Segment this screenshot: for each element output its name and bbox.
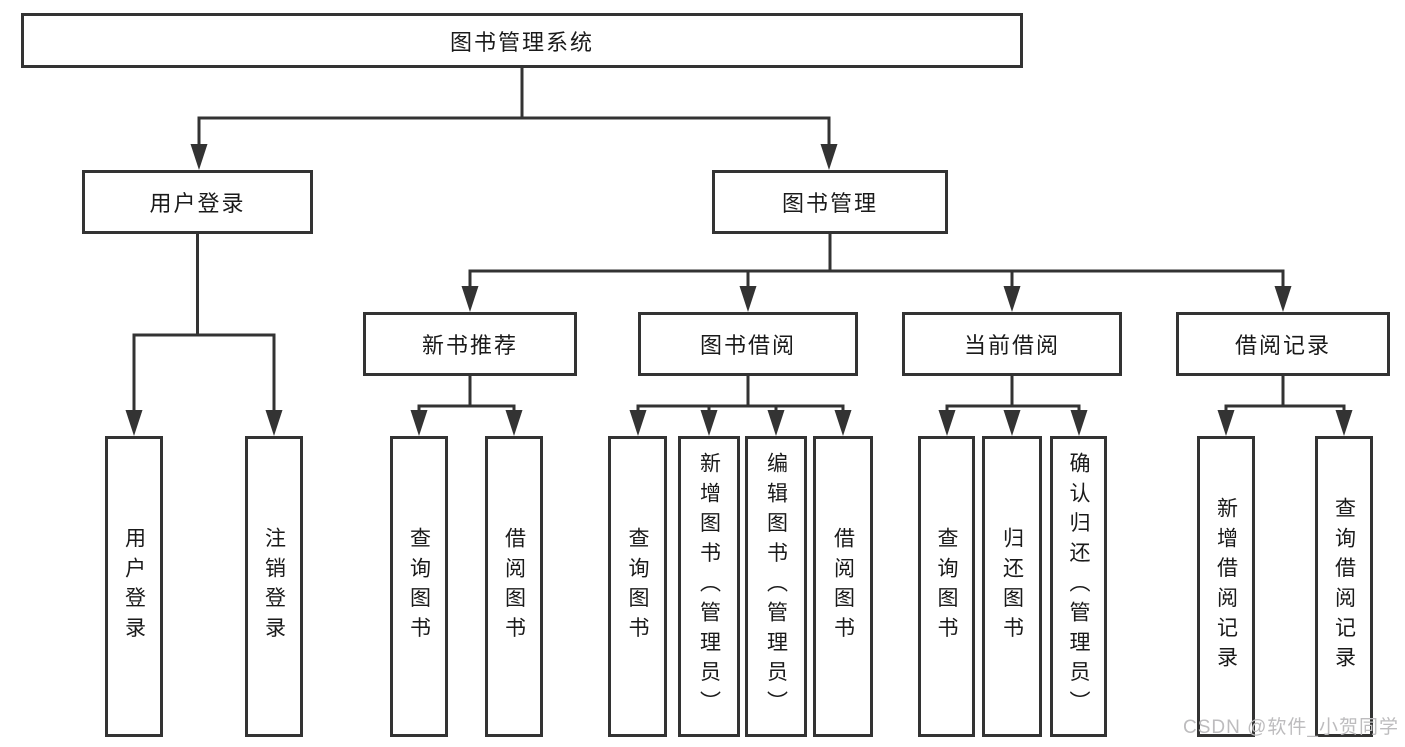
node-current-borrow: 当前借阅 <box>902 312 1122 376</box>
node-book-management: 图书管理 <box>712 170 948 234</box>
leaf-rec-query-books: 查询图书 <box>390 436 448 737</box>
leaf-borrow-query-books: 查询图书 <box>608 436 667 737</box>
node-book-borrow: 图书借阅 <box>638 312 858 376</box>
leaf-confirm-return-admin: 确认归还（管理员） <box>1050 436 1107 737</box>
leaf-rec-borrow-books: 借阅图书 <box>485 436 543 737</box>
node-root: 图书管理系统 <box>21 13 1023 68</box>
leaf-add-borrow-record: 新增借阅记录 <box>1197 436 1255 737</box>
csdn-watermark: CSDN @软件_小贺同学 <box>1183 717 1399 738</box>
leaf-user-login: 用户登录 <box>105 436 163 737</box>
leaf-add-books-admin: 新增图书（管理员） <box>678 436 740 737</box>
node-borrow-records: 借阅记录 <box>1176 312 1390 376</box>
leaf-logout: 注销登录 <box>245 436 303 737</box>
leaf-current-query-books: 查询图书 <box>918 436 975 737</box>
leaf-query-borrow-record: 查询借阅记录 <box>1315 436 1373 737</box>
leaf-return-books: 归还图书 <box>982 436 1042 737</box>
leaf-edit-books-admin: 编辑图书（管理员） <box>745 436 807 737</box>
leaf-borrow-books: 借阅图书 <box>813 436 873 737</box>
arrowheads <box>125 144 1353 436</box>
node-new-book-recommend: 新书推荐 <box>363 312 577 376</box>
node-user-login: 用户登录 <box>82 170 313 234</box>
